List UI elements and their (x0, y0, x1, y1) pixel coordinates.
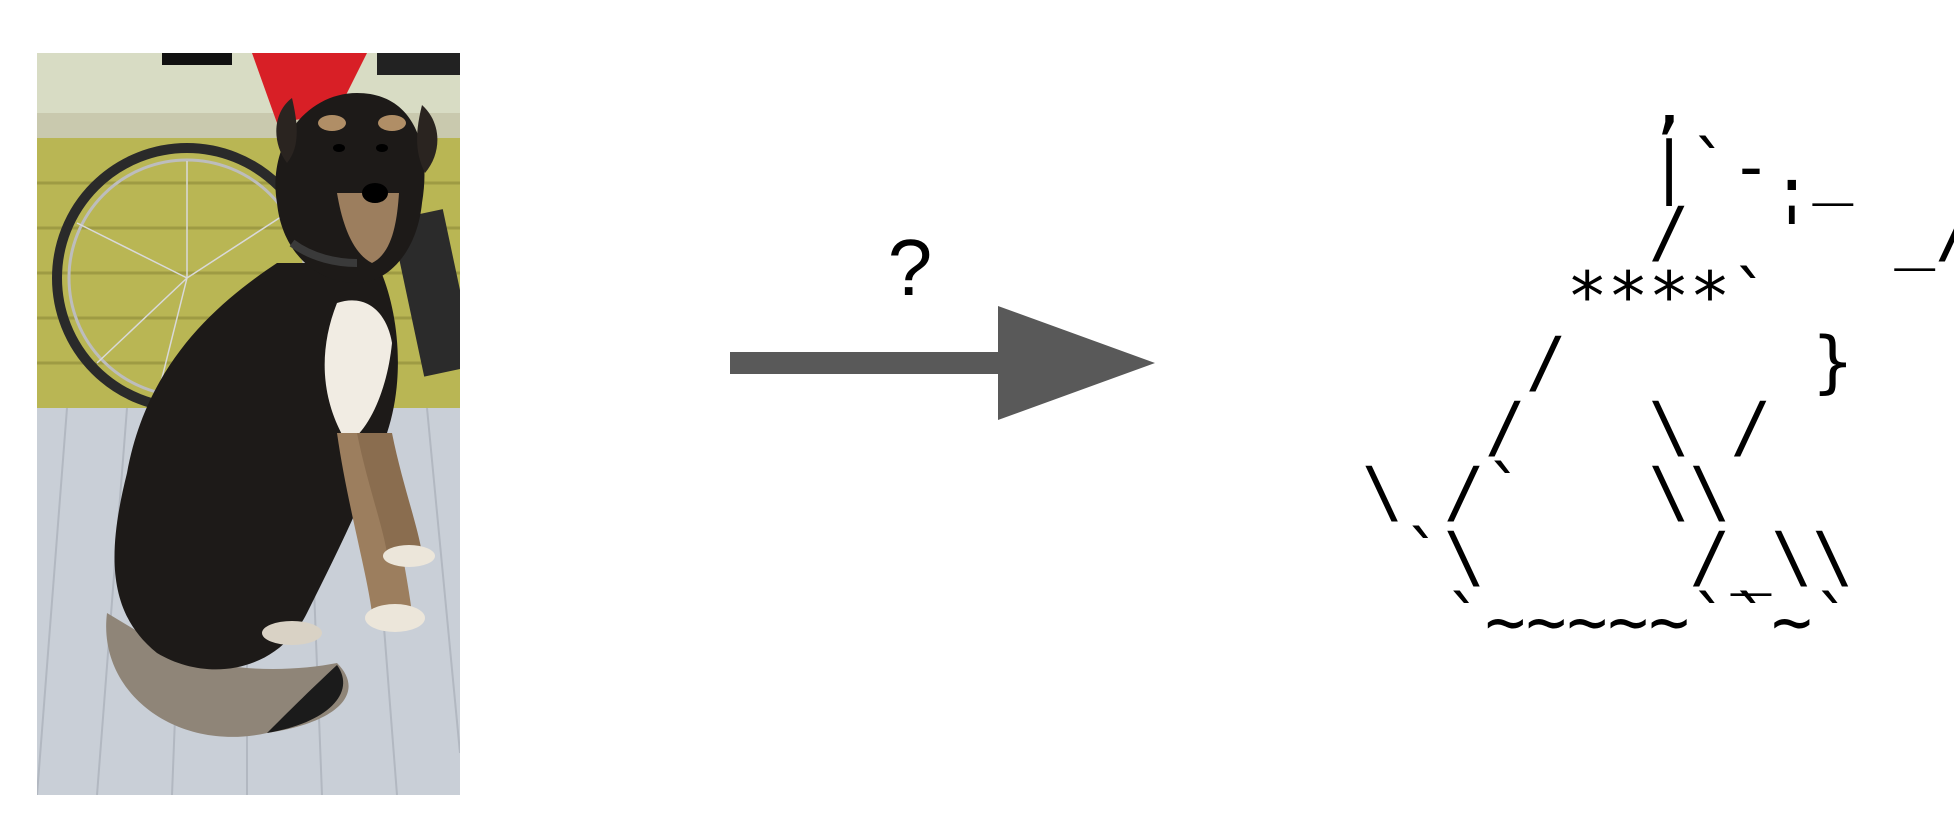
dog-photo-icon (37, 53, 460, 795)
ascii-line: , (1362, 63, 1690, 142)
arrow-icon (730, 306, 1155, 420)
ascii-line: `\ /_\\ (1362, 518, 1854, 597)
ascii-line: |`-._ (1362, 128, 1854, 207)
ascii-line: ****` (1362, 258, 1772, 337)
ascii-art-dog: , |`-._ / ' _/ ****` / } / \ / \ /` \\ `… (1362, 69, 1954, 657)
question-mark-label: ? (887, 223, 933, 312)
ascii-line: / ' _/ (1362, 193, 1954, 272)
ascii-line: \ /` \\ (1362, 453, 1731, 532)
ascii-line: `~~~~~``~` (1362, 583, 1854, 662)
ascii-line: / } (1362, 323, 1854, 402)
dog-photo (37, 53, 460, 795)
ascii-line: / \ / (1362, 388, 1772, 467)
